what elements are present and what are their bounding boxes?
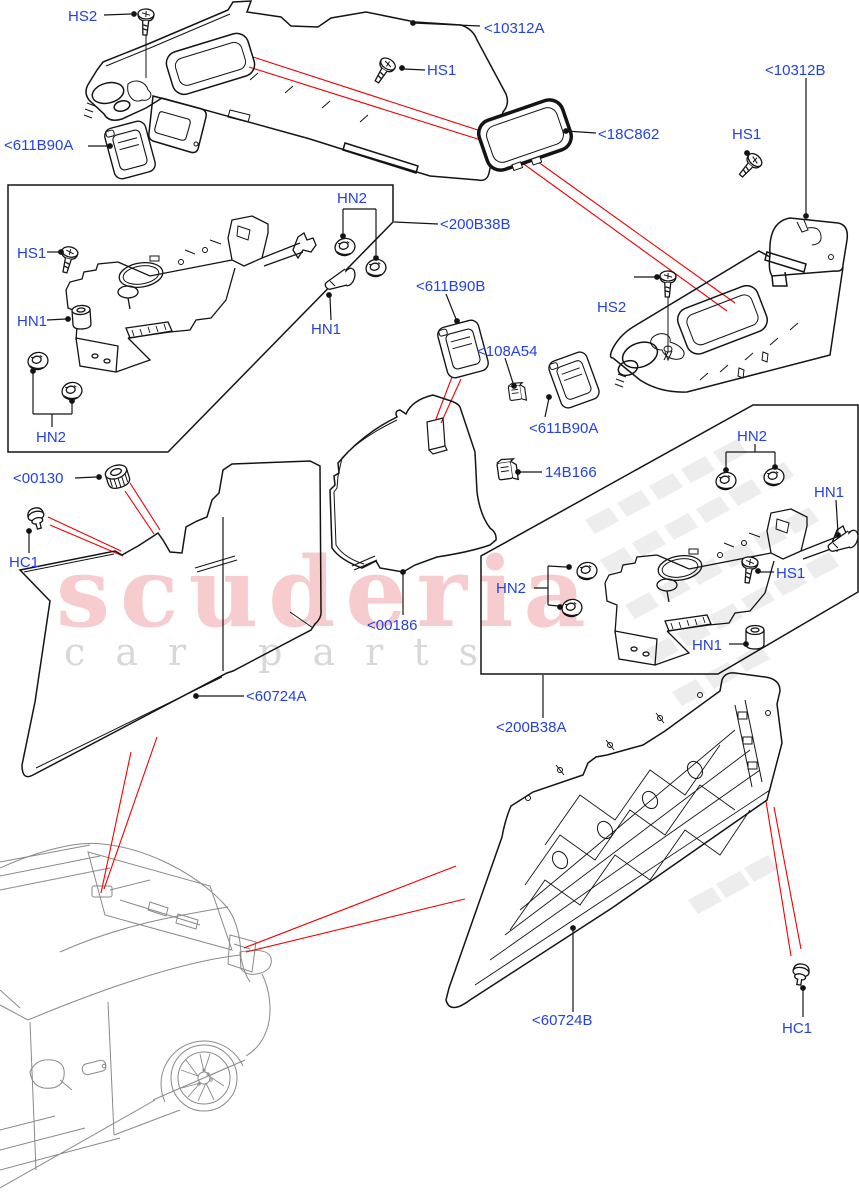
part-label-hn1-leftbox-right[interactable]: HN1 [311,321,342,338]
panel-60724a-drawing [18,460,322,778]
part-label-200b38a[interactable]: <200B38A [496,719,567,736]
panel-60724b-drawing [445,672,783,1009]
part-label-hn1-rightbox-bottom[interactable]: HN1 [692,637,723,654]
part-label-hs1-right[interactable]: HS1 [732,126,762,143]
screw-hs2-right-icon [658,270,677,362]
part-label-hs2-right[interactable]: HS2 [597,299,627,316]
bracket-200b38a-drawing [604,508,856,666]
part-label-hs1-top[interactable]: HS1 [427,62,457,79]
part-label-14b166[interactable]: 14B166 [545,464,597,481]
watermark-tagline: car parts [64,630,509,674]
part-label-611b90b[interactable]: <611B90B [416,278,486,295]
part-label-00130[interactable]: <00130 [13,470,64,487]
callout-lines [47,56,802,957]
panel-10312b-drawing [609,217,849,393]
part-label-10312b[interactable]: <10312B [765,62,826,79]
part-label-200b38b[interactable]: <200B38B [440,216,511,233]
part-label-611b90a-mid[interactable]: <611B90A [529,420,599,437]
box-200b38a [480,404,859,718]
part-label-60724a[interactable]: <60724A [246,688,307,705]
clip-hc1-bottom-icon [790,962,811,987]
vehicle-illustration [0,842,272,1189]
clip-hc1-left-icon [25,505,48,532]
screw-hs1-top-icon [369,54,399,87]
part-label-hs2-top[interactable]: HS2 [68,8,98,25]
part-label-hs1-leftbox[interactable]: HS1 [17,245,47,262]
part-label-60724b[interactable]: <60724B [532,1012,593,1029]
part-label-hn2-leftbox-top[interactable]: HN2 [337,190,368,207]
panel-00186-drawing [329,394,497,573]
box-200b38b [7,184,439,453]
checkered-flag-watermark [585,439,839,914]
screw-hs2-top-icon [136,7,155,37]
part-label-hn2-rightbox-left[interactable]: HN2 [496,580,527,597]
clip-108a54-icon [507,381,527,403]
part-label-hc1-bottom[interactable]: HC1 [782,1020,813,1037]
clip-14b166-icon [495,456,519,483]
part-label-611b90a-top[interactable]: <611B90A [4,137,74,154]
part-label-hn1-leftbox-left[interactable]: HN1 [17,313,48,330]
bezel-611b90a-mid-icon [546,349,602,411]
part-label-hs1-rightbox[interactable]: HS1 [776,565,806,582]
bracket-200b38b-drawing [65,215,317,373]
part-label-hn2-rightbox-top[interactable]: HN2 [737,428,768,445]
part-label-18c862[interactable]: <18C862 [598,126,660,143]
part-label-hc1-left[interactable]: HC1 [9,554,40,571]
panel-18c862-drawing [476,98,574,172]
part-label-hn1-rightbox-right[interactable]: HN1 [814,484,845,501]
part-label-10312a[interactable]: <10312A [484,20,545,37]
grommet-00130-icon [102,461,133,492]
leader-lines [26,11,841,1017]
part-label-hn2-leftbox-bottom[interactable]: HN2 [36,429,67,446]
part-label-00186[interactable]: <00186 [367,617,418,634]
part-label-108a54[interactable]: <108A54 [477,343,538,360]
screw-hs1-right-icon [734,150,765,182]
